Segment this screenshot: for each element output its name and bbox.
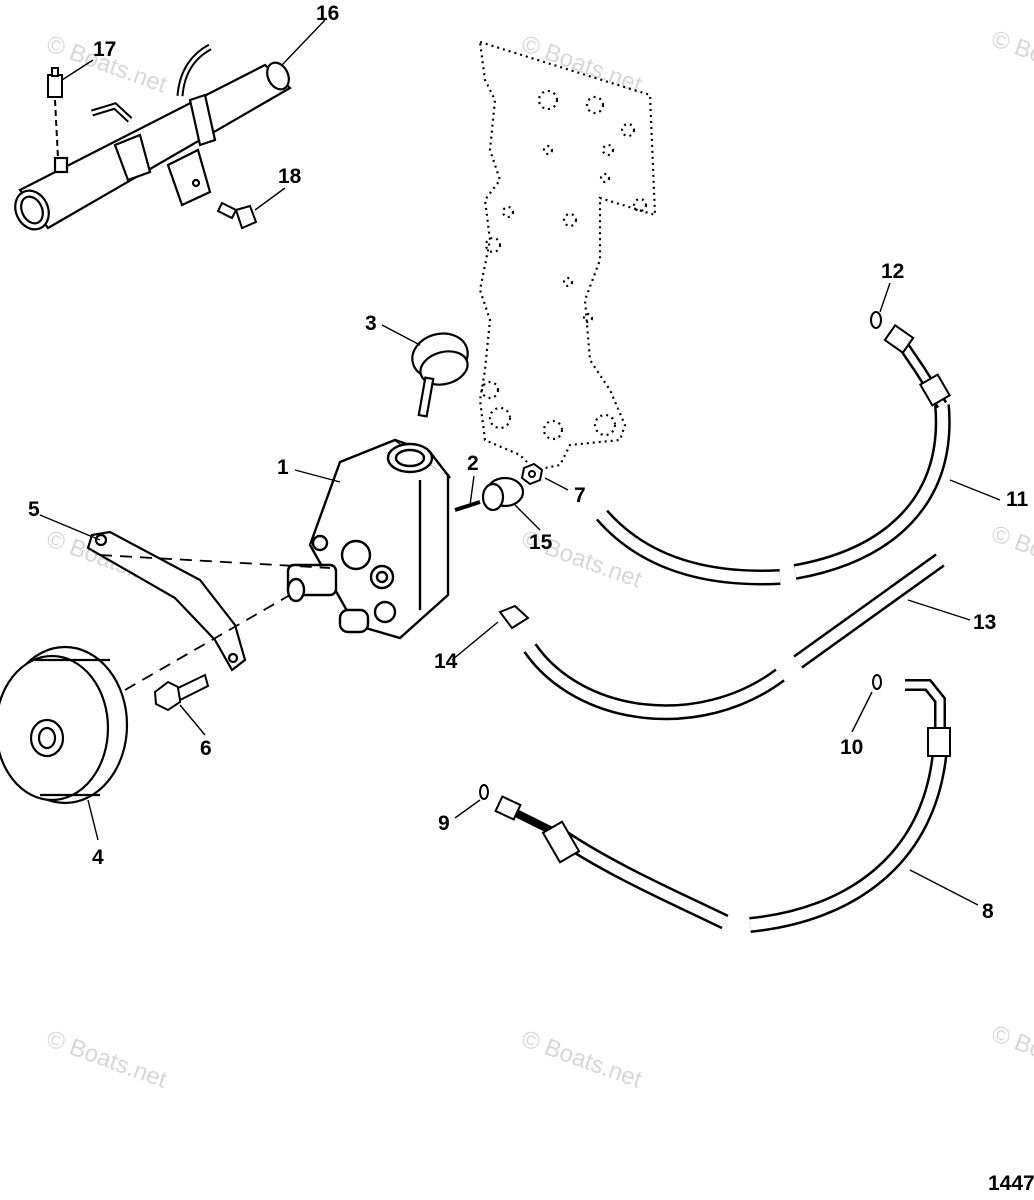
- water-manifold-tube: [14, 43, 292, 231]
- bracket-bolt: [153, 673, 210, 712]
- temperature-sensor: [47, 67, 63, 159]
- callout-11: 11: [1006, 488, 1029, 511]
- callout-7: 7: [574, 484, 586, 507]
- callout-10: 10: [840, 736, 863, 759]
- leader-lines: [39, 19, 1001, 906]
- callout-6: 6: [200, 737, 212, 760]
- hose-fitting: [498, 604, 530, 630]
- callout-2: 2: [467, 452, 479, 475]
- callout-12: 12: [881, 260, 904, 283]
- mounting-bracket-outline: [478, 40, 657, 472]
- watermark: © Boats.net: [988, 25, 1034, 93]
- high-pressure-hose: [494, 679, 951, 933]
- o-ring-10: [872, 674, 882, 690]
- return-hose: [523, 553, 945, 721]
- callout-16: 16: [316, 2, 339, 25]
- callout-18: 18: [278, 165, 302, 188]
- callout-14: 14: [434, 650, 458, 673]
- pulley: [0, 645, 129, 805]
- callout-8: 8: [982, 900, 994, 923]
- pressure-hose: [595, 323, 952, 586]
- callout-15: 15: [529, 531, 553, 554]
- o-ring-9: [479, 784, 489, 800]
- callout-13: 13: [973, 611, 996, 634]
- reservoir-cap: [411, 332, 469, 418]
- alignment-lines: [99, 554, 331, 691]
- nut: [520, 462, 544, 486]
- power-steering-pump: [286, 438, 481, 640]
- watermark: © Boats.net: [988, 1020, 1034, 1088]
- o-ring-12: [870, 311, 882, 329]
- watermark: © Boats.net: [43, 1025, 171, 1093]
- callout-4: 4: [92, 846, 104, 869]
- callout-labels: 1 2 3 4 5 6 7 8 9 10 11 12 13 14 15 16 1…: [28, 2, 1029, 923]
- callout-17: 17: [93, 38, 116, 61]
- callout-9: 9: [438, 812, 450, 835]
- manifold-bolt: [216, 201, 258, 230]
- callout-3: 3: [365, 312, 377, 335]
- callout-5: 5: [28, 498, 40, 521]
- figure-number: 1447: [988, 1172, 1034, 1195]
- watermark: © Boats.net: [988, 520, 1034, 588]
- watermark: © Boats.net: [518, 1025, 646, 1093]
- pump-bracket: [86, 530, 247, 672]
- callout-1: 1: [277, 456, 289, 479]
- watermark: © Boats.net: [518, 30, 646, 98]
- spacer: [481, 476, 525, 512]
